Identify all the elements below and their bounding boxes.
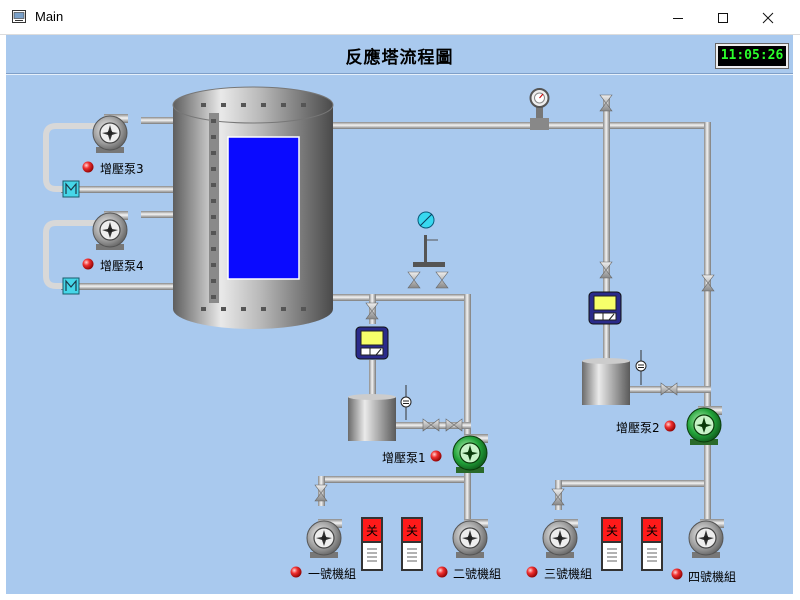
minimize-button[interactable] bbox=[655, 0, 701, 35]
unit-2-label: 二號機組 bbox=[453, 567, 502, 581]
maximize-button[interactable] bbox=[700, 0, 746, 35]
unit-3-pump-icon[interactable] bbox=[542, 518, 579, 559]
tank-level-window bbox=[227, 136, 300, 280]
switch-unit-4[interactable]: 关 bbox=[640, 516, 664, 572]
svg-text:关: 关 bbox=[606, 524, 618, 538]
pump-4-label: 增壓泵4 bbox=[100, 259, 144, 273]
svg-text:关: 关 bbox=[366, 524, 378, 538]
flow-meter-icon bbox=[400, 350, 647, 420]
unit-4-label: 四號機組 bbox=[688, 570, 737, 584]
clock-display: 11:05:26 bbox=[716, 44, 788, 68]
vent-gauge-icon bbox=[417, 211, 438, 241]
unit-1-pump-icon[interactable] bbox=[306, 518, 343, 559]
pump-3-label: 增壓泵3 bbox=[100, 162, 144, 176]
client-area: 反應塔流程圖 11:05:26 bbox=[6, 35, 793, 594]
svg-text:关: 关 bbox=[406, 524, 418, 538]
close-button[interactable] bbox=[745, 0, 791, 35]
unit-3-label: 三號機組 bbox=[544, 567, 593, 581]
header-divider bbox=[6, 73, 793, 74]
switch-unit-3[interactable]: 关 bbox=[600, 516, 624, 572]
svg-text:关: 关 bbox=[646, 524, 658, 538]
window-title: Main bbox=[35, 9, 64, 24]
unit-2-pump-icon[interactable] bbox=[452, 518, 489, 559]
heat-exchanger-icon bbox=[62, 180, 80, 295]
reactor-tank bbox=[172, 86, 334, 329]
page-title: 反應塔流程圖 bbox=[345, 48, 454, 68]
pressure-gauge-icon bbox=[529, 88, 550, 130]
pump-3-icon[interactable] bbox=[92, 113, 129, 154]
close-icon bbox=[762, 12, 774, 23]
window-titlebar: Main bbox=[0, 0, 800, 35]
pump-2-label: 增壓泵2 bbox=[616, 421, 660, 435]
process-diagram: 关 关 关 关 bbox=[43, 86, 725, 580]
minimize-icon bbox=[673, 17, 683, 19]
status-led bbox=[82, 161, 683, 580]
app-icon bbox=[12, 10, 26, 23]
buffer-vessel bbox=[348, 358, 630, 441]
switch-unit-2[interactable]: 关 bbox=[400, 516, 424, 572]
switch-unit-1[interactable]: 关 bbox=[360, 516, 384, 572]
analyzer-icon bbox=[355, 291, 622, 360]
unit-4-pump-icon[interactable] bbox=[688, 518, 725, 559]
unit-1-label: 一號機組 bbox=[308, 567, 357, 581]
pump-4-icon[interactable] bbox=[92, 210, 129, 251]
pump-1-label: 增壓泵1 bbox=[382, 451, 426, 465]
pump-2-icon[interactable] bbox=[686, 405, 723, 446]
pump-1-icon[interactable] bbox=[452, 433, 489, 474]
maximize-icon bbox=[718, 12, 728, 23]
